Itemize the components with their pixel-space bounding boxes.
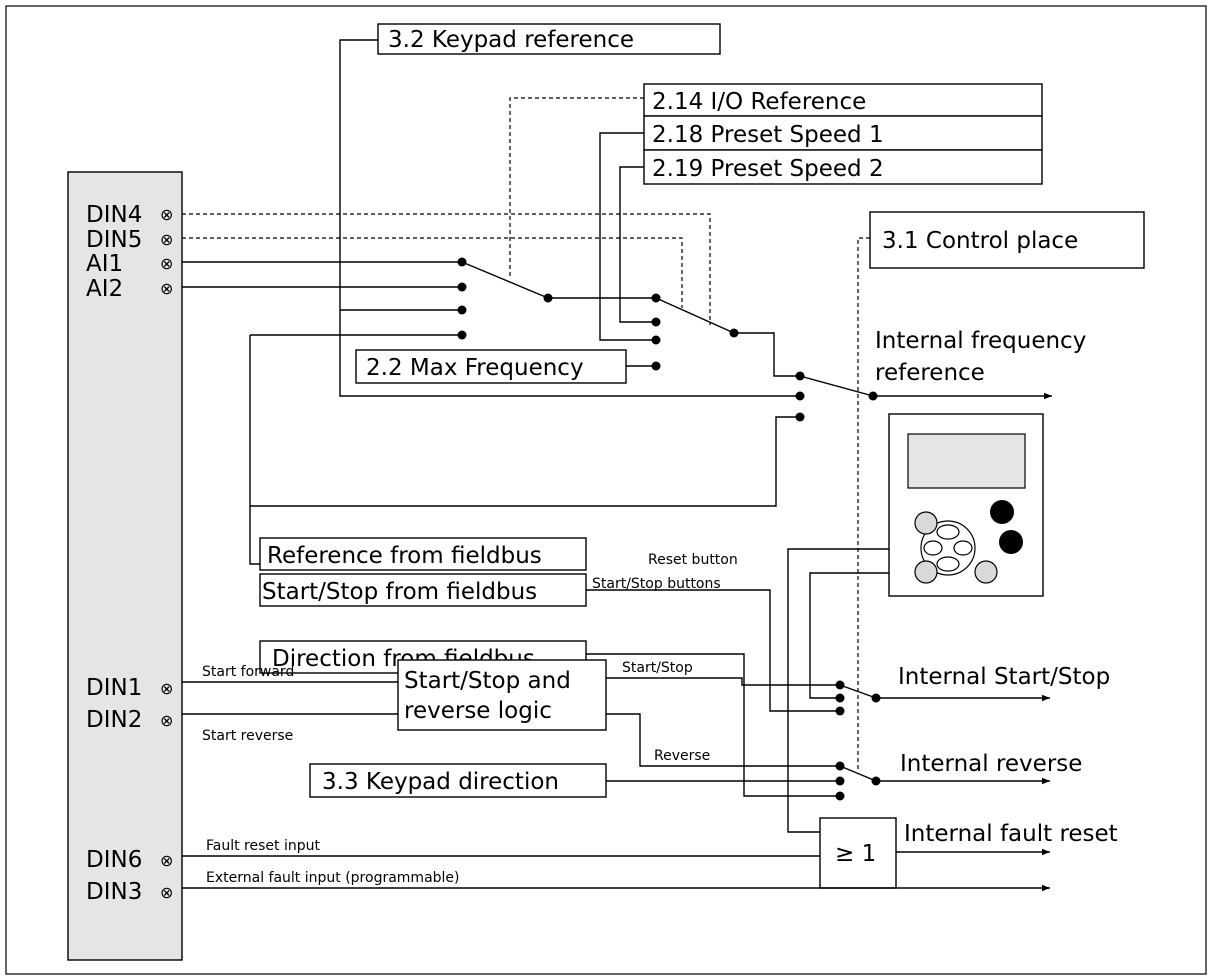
start-stop-logic-line2: reverse logic [404,698,552,724]
terminal-ai2: AI2 [86,276,123,302]
internal-frequency-reference-line2: reference [875,360,985,386]
start-reverse-label: Start reverse [202,728,293,744]
or-gate-box [819,817,897,889]
terminal-symbol-din3: ⊗ [160,883,173,902]
external-fault-input-label: External fault input (programmable) [206,870,460,886]
internal-start-stop-label: Internal Start/Stop [898,664,1110,690]
diagram-frame [5,5,1207,975]
terminal-ai1: AI1 [86,251,123,277]
start-stop-signal-label: Start/Stop [622,660,693,676]
terminal-symbol-din2: ⊗ [160,711,173,730]
start-stop-from-fieldbus-label: Start/Stop from fieldbus [262,579,537,605]
contact-dots [457,257,881,801]
start-stop-logic-line1: Start/Stop and [404,668,571,694]
reference-from-fieldbus-box [259,537,587,571]
keypad-direction-label: 3.3 Keypad direction [322,769,559,795]
preset-speed-2-label: 2.19 Preset Speed 2 [652,156,884,182]
control-place-box [869,211,1145,269]
control-dashed-lines [182,97,870,772]
start-forward-label: Start forward [202,664,294,680]
start-stop-logic-box [397,659,607,731]
keypad-reference-box [377,23,721,55]
internal-reverse-label: Internal reverse [900,751,1082,777]
start-stop-from-fieldbus-box [259,573,587,607]
reverse-signal-label: Reverse [654,748,710,764]
reset-button-label: Reset button [648,552,738,568]
terminal-din6: DIN6 [86,847,142,873]
or-gate-label: ≥ 1 [835,841,876,867]
internal-fault-reset-label: Internal fault reset [904,821,1118,847]
max-frequency-box [355,349,627,384]
max-frequency-label: 2.2 Max Frequency [366,355,584,381]
keypad-reference-label: 3.2 Keypad reference [388,27,634,53]
terminal-din3: DIN3 [86,879,142,905]
keypad-direction-box [309,763,607,798]
io-reference-box [643,83,1043,117]
terminal-din4: DIN4 [86,202,142,228]
preset-speed-1-label: 2.18 Preset Speed 1 [652,122,884,148]
reference-from-fieldbus-label: Reference from fieldbus [267,543,542,569]
reference-wiring [182,39,1052,565]
terminal-symbol-din1: ⊗ [160,679,173,698]
internal-frequency-reference-line1: Internal frequency [875,328,1086,354]
control-place-label: 3.1 Control place [882,228,1078,254]
terminal-din2: DIN2 [86,707,142,733]
terminal-symbol-ai1: ⊗ [160,254,173,273]
terminal-symbol-ai2: ⊗ [160,279,173,298]
terminal-strip [67,171,183,961]
terminal-din5: DIN5 [86,227,142,253]
io-reference-label: 2.14 I/O Reference [652,89,866,115]
start-stop-buttons-label: Start/Stop buttons [592,576,721,592]
terminal-symbol-din4: ⊗ [160,205,173,224]
command-wiring [182,548,1050,892]
fault-reset-input-label: Fault reset input [206,838,320,854]
terminal-din1: DIN1 [86,675,142,701]
keypad-panel-icon [888,413,1044,597]
terminal-symbol-din5: ⊗ [160,230,173,249]
terminal-symbol-din6: ⊗ [160,851,173,870]
